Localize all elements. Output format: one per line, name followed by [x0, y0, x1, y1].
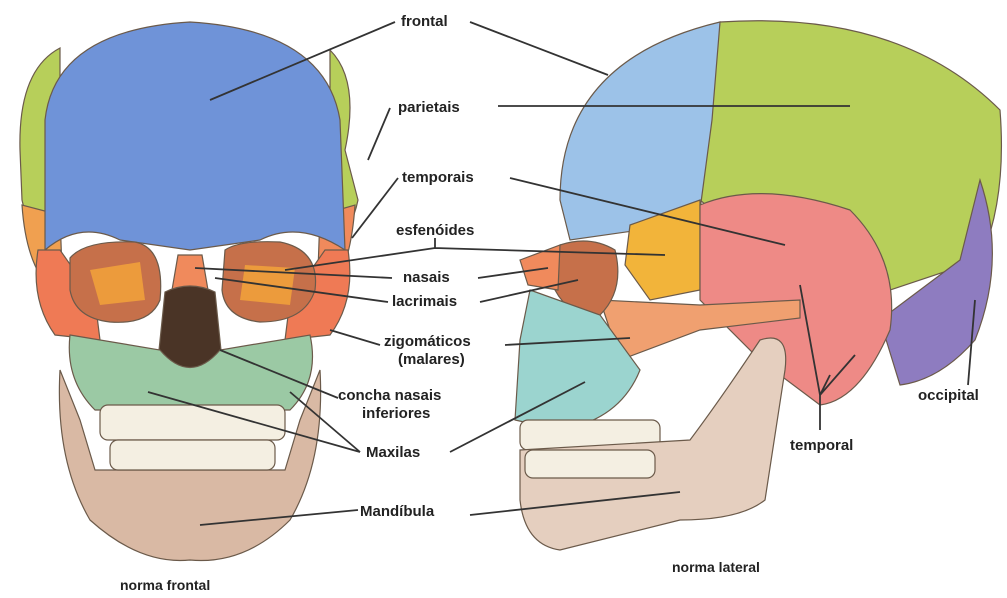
temporal-bone-lateral [700, 194, 892, 405]
label-occipital: occipital [918, 387, 979, 404]
lower-teeth-front [110, 440, 275, 470]
lower-teeth-lateral [525, 450, 655, 478]
label-maxilas: Maxilas [366, 444, 420, 461]
label-zigomaticos: zigomáticos [384, 333, 471, 350]
caption-norma-frontal: norma frontal [120, 577, 210, 593]
leader-frontal-right [470, 22, 608, 75]
label-parietais: parietais [398, 99, 460, 116]
label-mandibula: Mandíbula [360, 503, 435, 520]
label-concha-line1: concha nasais [338, 387, 441, 404]
label-temporal: temporal [790, 437, 853, 454]
leader-zigomaticos-left [330, 330, 380, 345]
frontal-bone-front [45, 22, 345, 250]
label-temporais: temporais [402, 169, 474, 186]
leader-temporais-left [352, 178, 398, 238]
label-concha-line2: inferiores [362, 405, 430, 422]
caption-norma-lateral: norma lateral [672, 559, 760, 575]
label-nasais: nasais [403, 269, 450, 286]
nasal-bone [172, 255, 208, 290]
skull-lateral-view [515, 21, 1001, 550]
label-frontal: frontal [401, 13, 448, 30]
leader-parietais-left [368, 108, 390, 160]
label-lacrimais: lacrimais [392, 293, 457, 310]
label-malares: (malares) [398, 351, 465, 368]
label-esfenoides: esfenóides [396, 222, 474, 239]
